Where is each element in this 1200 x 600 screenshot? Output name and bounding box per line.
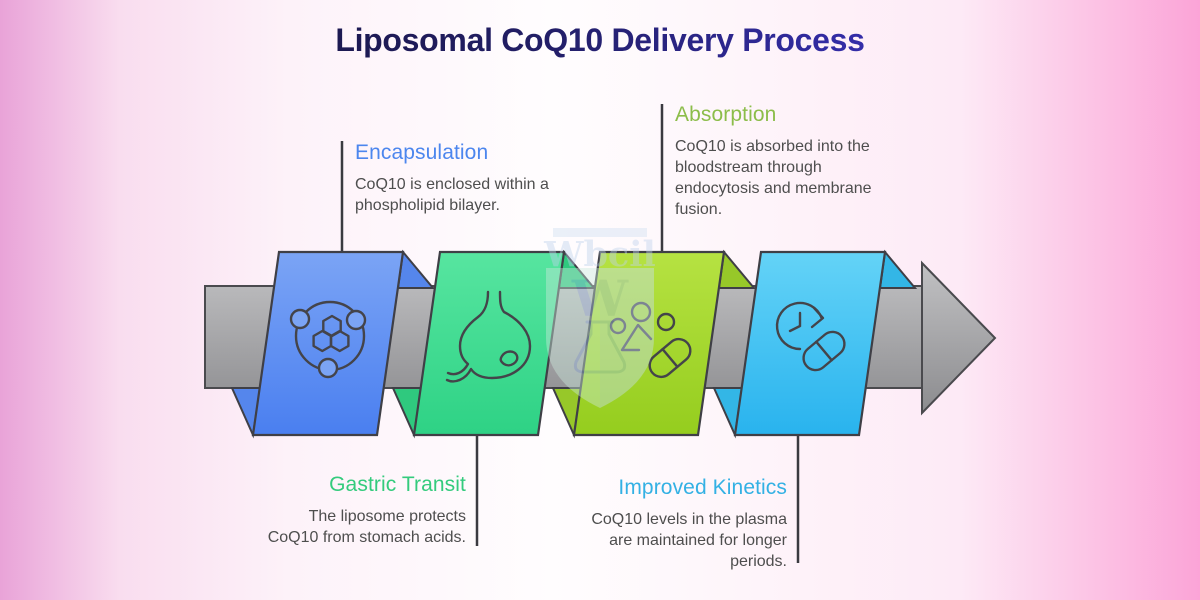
step-description: CoQ10 levels in the plasma are maintaine… bbox=[591, 511, 787, 571]
stomach-icon bbox=[445, 290, 532, 383]
step-title: Gastric Transit bbox=[329, 473, 466, 496]
page-title: Liposomal CoQ10 Delivery Process bbox=[0, 22, 1200, 59]
step-description: CoQ10 is absorbed into the bloodstream t… bbox=[675, 138, 872, 219]
watermark-shield-icon: W bbox=[546, 268, 654, 408]
ribbon-gastric-transit bbox=[391, 249, 597, 439]
connector-lines bbox=[340, 104, 800, 563]
step-label-improved-kinetics: Improved Kinetics CoQ10 levels in the pl… bbox=[575, 476, 787, 572]
step-title: Encapsulation bbox=[355, 141, 489, 164]
step-title: Absorption bbox=[675, 103, 777, 126]
molecule-icon bbox=[289, 300, 367, 379]
watermark-bar bbox=[553, 228, 647, 237]
ribbon-improved-kinetics bbox=[712, 249, 918, 439]
watermark: Wbcil W bbox=[543, 228, 656, 408]
ribbon-encapsulation bbox=[230, 249, 436, 439]
step-description: CoQ10 is enclosed within a phospholipid … bbox=[355, 176, 549, 215]
step-label-gastric-transit: Gastric Transit The liposome protects Co… bbox=[266, 473, 466, 548]
absorption-icon bbox=[609, 301, 692, 379]
step-title: Improved Kinetics bbox=[618, 476, 787, 499]
step-description: The liposome protects CoQ10 from stomach… bbox=[267, 508, 466, 547]
watermark-text: Wbcil bbox=[543, 234, 656, 275]
ribbon-absorption bbox=[551, 249, 757, 439]
step-label-encapsulation: Encapsulation CoQ10 is enclosed within a… bbox=[355, 141, 585, 216]
watermark-monogram: W bbox=[571, 269, 629, 328]
arrow-head bbox=[921, 260, 997, 416]
kinetics-icon bbox=[775, 301, 846, 372]
step-label-absorption: Absorption CoQ10 is absorbed into the bl… bbox=[675, 103, 881, 220]
